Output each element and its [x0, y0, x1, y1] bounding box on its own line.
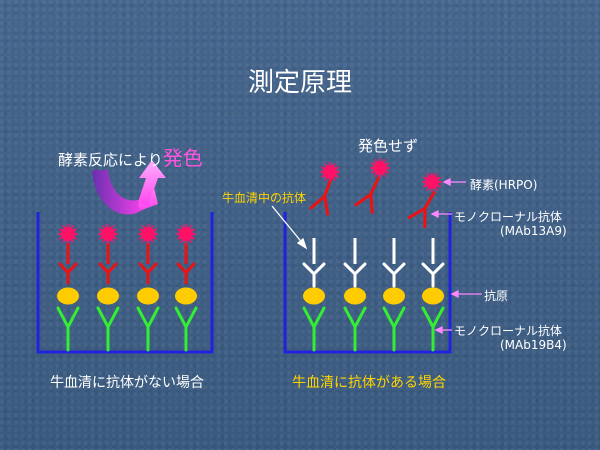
capture-antibody-icon — [343, 306, 367, 352]
antigen-icon — [344, 287, 366, 305]
free-labeled-antibodies — [309, 158, 442, 229]
antigen-icon — [137, 287, 159, 305]
no-color-label: 発色せず — [358, 137, 419, 155]
serum-antibody-icon — [421, 262, 445, 288]
capture-antibody-icon — [96, 306, 120, 352]
antigen-icon — [97, 287, 119, 305]
antigen-icon — [422, 287, 444, 305]
caption-right: 牛血清に抗体がある場合 — [292, 375, 446, 391]
enzyme-icon — [98, 224, 118, 244]
serum-antibody-label: 牛血清中の抗体 — [222, 191, 307, 205]
reaction-label: 酵素反応により発色 — [58, 142, 203, 171]
enzyme-icon — [138, 224, 158, 244]
labeled-antibody-icon — [98, 262, 118, 285]
left-antibody-stack — [56, 224, 198, 352]
capture-antibody-icon — [302, 306, 326, 352]
capture-antibody-icon — [56, 306, 80, 352]
capture-antibody-icon — [382, 306, 406, 352]
reaction-highlight: 発色 — [162, 146, 203, 170]
labeled-antibody-icon — [407, 191, 436, 229]
enzyme-icon — [422, 172, 442, 192]
enzyme-label: 酵素(HRPO) — [470, 178, 538, 192]
caption-left: 牛血清に抗体がない場合 — [50, 375, 204, 391]
right-antibody-stack — [302, 238, 445, 352]
mab-top-label: モノクローナル抗体 — [454, 210, 563, 224]
labeled-antibody-icon — [58, 262, 78, 285]
serum-antibody-icon — [343, 262, 367, 288]
mab-top-code: (MAb13A9) — [500, 224, 567, 238]
label-pointers — [430, 177, 482, 335]
labeled-antibody-icon — [138, 262, 158, 285]
well-left — [36, 212, 214, 354]
mab-bottom-code: (MAb19B4) — [500, 338, 567, 352]
antigen-icon — [303, 287, 325, 305]
enzyme-icon — [58, 224, 78, 244]
enzyme-icon — [370, 158, 390, 178]
curved-arrow-icon — [92, 160, 166, 215]
capture-antibody-icon — [174, 306, 198, 352]
serum-antibody-pointer — [271, 205, 308, 250]
antigen-icon — [383, 287, 405, 305]
page-title: 測定原理 — [247, 68, 352, 98]
labeled-antibody-icon — [354, 176, 380, 214]
well-right — [283, 212, 452, 354]
mab-bottom-label: モノクローナル抗体 — [454, 324, 563, 338]
antigen-icon — [57, 287, 79, 305]
serum-antibody-icon — [302, 262, 326, 288]
capture-antibody-icon — [421, 306, 445, 352]
antigen-label: 抗原 — [484, 289, 509, 303]
enzyme-icon — [176, 224, 196, 244]
antigen-icon — [175, 287, 197, 305]
labeled-antibody-icon — [176, 262, 196, 285]
reaction-prefix: 酵素反応により — [58, 151, 163, 169]
serum-antibody-icon — [382, 262, 406, 288]
enzyme-icon — [320, 162, 340, 182]
labeled-antibody-icon — [309, 177, 333, 216]
capture-antibody-icon — [136, 306, 160, 352]
